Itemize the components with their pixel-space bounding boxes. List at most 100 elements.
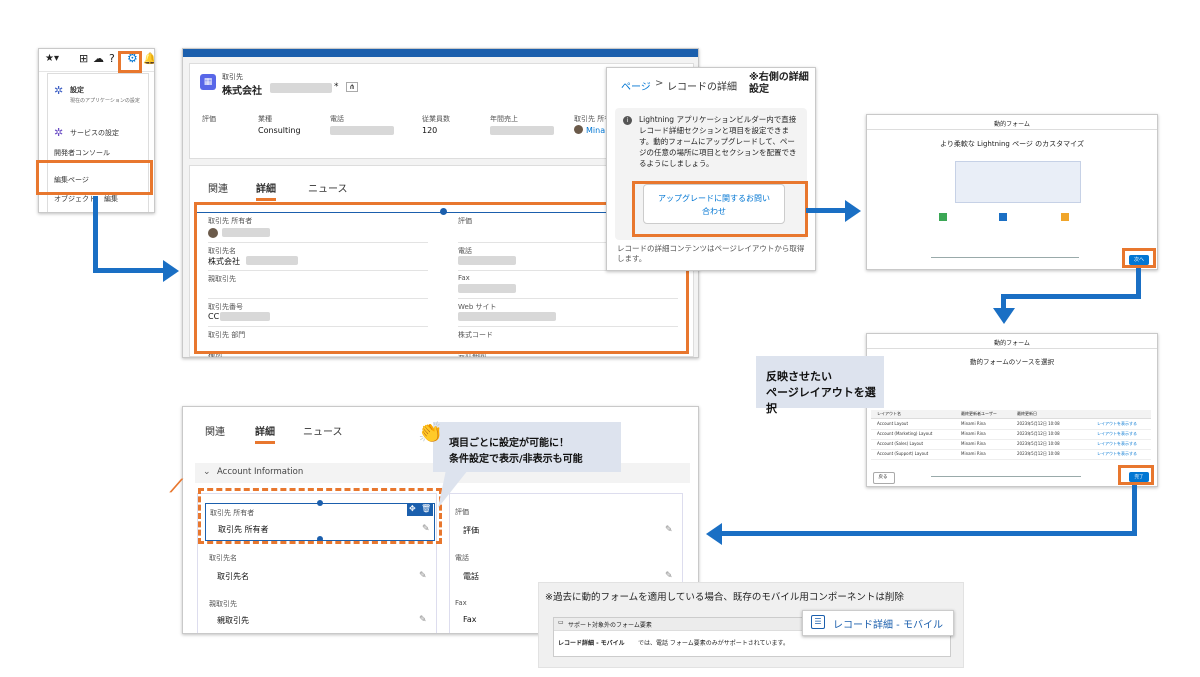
properties-panel: ページ > レコードの詳細 ※右側の詳細設定 i Lightning アプリケー… <box>606 67 816 271</box>
pencil-icon[interactable]: ✎ <box>665 571 673 581</box>
card-body-text: では、電話 フォーム要素のみがサポートされています。 <box>638 640 789 647</box>
field-value: 株式会社 <box>208 257 240 266</box>
title-divider <box>867 348 1157 349</box>
breadcrumb-page[interactable]: ページ <box>621 82 651 93</box>
view-layout-link[interactable]: レイアウトを表示する <box>1097 451 1137 456</box>
menu-item-service-setup[interactable]: サービスの設定 <box>70 129 119 137</box>
gear-icon: ✲ <box>54 126 64 139</box>
highlight-done-button <box>1118 465 1154 485</box>
title-divider <box>867 129 1157 130</box>
resize-handle-top[interactable] <box>317 500 323 506</box>
owner-link[interactable]: Mina <box>586 126 606 135</box>
header-field-value: Consulting <box>258 126 301 135</box>
redacted-revenue <box>490 126 554 135</box>
pencil-icon[interactable]: ✎ <box>419 615 427 625</box>
field-label: 取引先 部門 <box>208 331 246 339</box>
highlight-upgrade-button <box>632 181 808 237</box>
note-right-panel: ※右側の詳細設定 <box>749 72 809 95</box>
redacted-owner <box>222 228 270 237</box>
favorites-icon[interactable]: ★▾ <box>45 53 59 64</box>
delete-icon[interactable]: 🗑 <box>421 504 432 513</box>
view-layout-link[interactable]: レイアウトを表示する <box>1097 441 1137 446</box>
highlight-record-detail <box>194 202 689 354</box>
field-label: 取引先名 <box>208 247 236 255</box>
callout-line2: ページレイアウトを選択 <box>766 386 876 415</box>
upgrade-inquiry-button[interactable] <box>643 184 785 224</box>
header-field-label: 年間売上 <box>490 115 518 123</box>
chevron-down-icon: ⌄ <box>203 467 211 477</box>
view-layout-link[interactable]: レイアウトを表示する <box>1097 421 1137 426</box>
object-label: 取引先 <box>222 73 243 81</box>
tab-news[interactable]: ニュース <box>303 427 343 438</box>
column-header: レイアウト名 <box>877 411 901 416</box>
callout-line1: 反映させたい <box>766 370 832 383</box>
menu-item-edit-page[interactable]: 編集ページ <box>54 176 89 184</box>
field-label: 親取引先 <box>208 275 236 283</box>
pencil-icon[interactable]: ✎ <box>419 571 427 581</box>
field-divider <box>458 298 678 299</box>
menu-item-dev-console[interactable]: 開発者コンソール <box>54 149 110 157</box>
resize-handle-bottom[interactable] <box>317 536 323 542</box>
card-header-text: サポート対象外のフォーム要素 <box>568 622 652 629</box>
breadcrumb-separator: > <box>655 78 664 89</box>
arrow-3-vertical-a <box>1136 268 1141 298</box>
info-box: i Lightning アプリケーションビルダー内で直接レコード詳細セクションと… <box>615 108 807 240</box>
card-body-bold: レコード詳細 - モバイル <box>558 640 625 647</box>
right-column <box>449 493 683 633</box>
tab-related[interactable]: 関連 <box>208 184 228 195</box>
gear-icon[interactable]: ⚙ <box>127 51 138 65</box>
wizard-done-button[interactable] <box>1129 472 1149 482</box>
field-label: 取引先 所有者 <box>208 217 253 225</box>
left-column <box>197 493 437 633</box>
drag-handle[interactable] <box>440 208 447 215</box>
tab-details[interactable]: 詳細 <box>256 180 276 201</box>
tab-news[interactable]: ニュース <box>308 184 348 195</box>
add-icon[interactable]: ⊞ <box>79 52 89 65</box>
table-cell: Minami Rina <box>961 451 986 456</box>
view-layout-link[interactable]: レイアウトを表示する <box>1097 431 1137 436</box>
field-label: 取引先名 <box>209 554 237 562</box>
cloud-icon[interactable]: ☁ <box>93 52 104 65</box>
table-row[interactable]: Account (Support) Layout Minami Rina 2023年… <box>871 450 1151 460</box>
callout-select-layout: 反映させたい ページレイアウトを選択 <box>756 356 884 415</box>
preview-image <box>955 161 1081 203</box>
arrow-2-head <box>845 200 861 222</box>
field-value: 評価 <box>463 526 479 535</box>
bell-icon[interactable]: 🔔 <box>143 52 154 65</box>
dropdown-menu: ✲ 設定 現在のアプリケーションの設定 ✲ サービスの設定 開発者コンソール 編… <box>47 73 149 212</box>
table-cell: Account Layout <box>877 421 909 426</box>
wizard-back-button[interactable] <box>873 472 895 484</box>
redacted-name <box>270 83 332 93</box>
tab-details[interactable]: 詳細 <box>255 423 275 444</box>
menu-item-setup[interactable]: 設定 <box>70 86 84 94</box>
tab-related[interactable]: 関連 <box>205 427 225 438</box>
wizard-heading: より柔軟な Lightning ページ のカスタマイズ <box>940 140 1084 148</box>
help-icon[interactable]: ? <box>109 52 115 65</box>
spark-icon: ⟋ <box>170 476 183 497</box>
field-value: Fax <box>463 615 477 624</box>
menu-item-edit[interactable]: 編集 <box>104 195 118 203</box>
table-cell: Account (Support) Layout <box>877 451 929 456</box>
wizard-next-button[interactable] <box>1129 255 1149 265</box>
menu-item-object[interactable]: オブジェクト <box>54 195 96 203</box>
field-divider <box>208 298 428 299</box>
section-title: Account Information <box>217 467 304 477</box>
hierarchy-icon[interactable]: ⋔ <box>346 82 358 92</box>
record-name-suffix: * <box>334 82 339 92</box>
arrow-3-vertical-b <box>1001 294 1006 308</box>
wizard-next-label: 次へ <box>1133 257 1144 263</box>
pencil-icon[interactable]: ✎ <box>422 524 430 534</box>
table-cell: 2023年5月12日 10:08 <box>1017 451 1060 456</box>
move-icon[interactable]: ✥ <box>409 504 416 513</box>
menu-item-app-setup[interactable]: 現在のアプリケーションの設定 <box>70 98 140 104</box>
redacted-fax <box>458 284 516 293</box>
wizard-title: 動的フォーム <box>994 121 1030 128</box>
wizard-back-label: 戻る <box>878 475 888 480</box>
feature-icon <box>999 213 1007 221</box>
pencil-icon[interactable]: ✎ <box>665 525 673 535</box>
table-cell: 2023年5月12日 10:08 <box>1017 431 1060 436</box>
highlight-edit-page <box>36 160 153 195</box>
